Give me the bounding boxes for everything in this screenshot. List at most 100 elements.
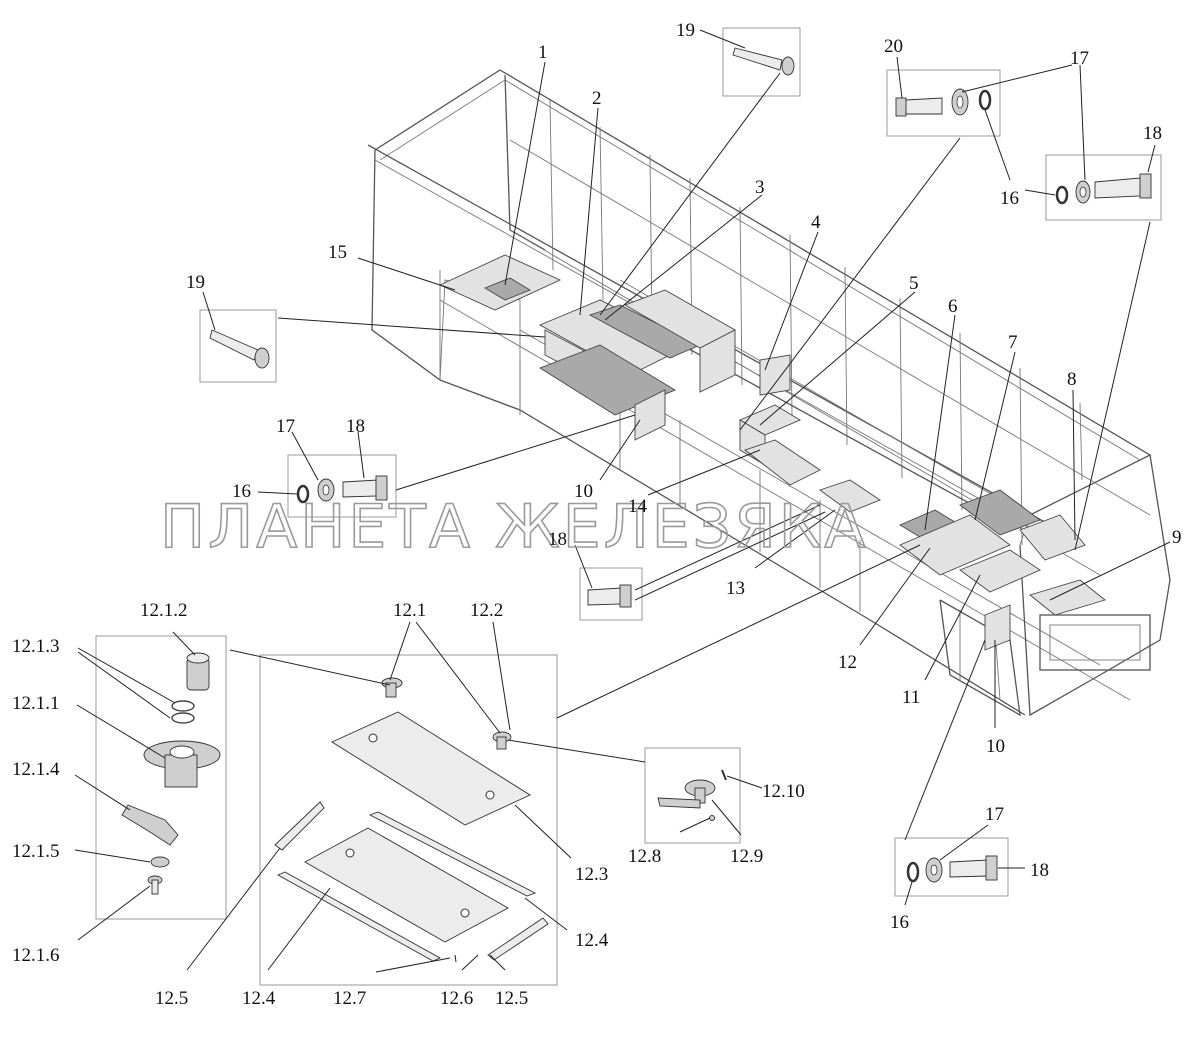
callout-20: 20 <box>884 36 903 57</box>
washer-icon <box>1075 180 1091 204</box>
panel-11 <box>959 549 1041 593</box>
callout-12-1-4: 12.1.4 <box>12 759 60 780</box>
callout-12: 12 <box>838 652 857 673</box>
callout-19-top: 19 <box>676 20 695 41</box>
lock-icon <box>296 484 310 504</box>
callout-12-1-5: 12.1.5 <box>12 841 60 862</box>
callout-16-bottom: 16 <box>890 912 909 933</box>
watermark-text: ПЛАНЕТА ЖЕЛЕЗЯКА <box>160 492 868 562</box>
washer-icon <box>925 857 943 883</box>
inset-12-exploded <box>259 654 558 986</box>
plate-12-6 <box>304 827 509 943</box>
panel-7 <box>959 489 1041 536</box>
callout-10-right: 10 <box>986 736 1005 757</box>
bolt-icon <box>209 329 270 369</box>
screw-icon <box>147 875 163 895</box>
strip-12-5-right <box>487 917 549 961</box>
screw-icon <box>721 769 727 781</box>
callout-12-2: 12.2 <box>470 600 503 621</box>
box-front-2 <box>699 329 736 393</box>
bolt-icon <box>587 584 632 608</box>
callout-19-left: 19 <box>186 272 205 293</box>
floor-panels <box>438 254 1106 651</box>
callout-14: 14 <box>628 496 648 517</box>
callout-12-9: 12.9 <box>730 846 763 867</box>
callout-15: 15 <box>328 242 347 263</box>
bolt-icon <box>949 855 998 881</box>
callout-12-1-3: 12.1.3 <box>12 636 60 657</box>
callout-12-6: 12.6 <box>440 988 473 1009</box>
callout-12-8: 12.8 <box>628 846 661 867</box>
panel-8 <box>1019 514 1086 561</box>
latch-12-1-4 <box>121 804 179 846</box>
lock-icon <box>978 89 992 111</box>
inset-19-top <box>722 27 801 97</box>
callout-12-5-left: 12.5 <box>155 988 188 1009</box>
panel-4 <box>759 354 791 396</box>
callout-12-3: 12.3 <box>575 864 608 885</box>
lock-icon <box>1055 185 1069 205</box>
callout-12-4-right: 12.4 <box>575 930 609 951</box>
callout-6: 6 <box>948 296 958 317</box>
callout-12-1: 12.1 <box>393 600 426 621</box>
housing-12-1-1 <box>143 740 221 788</box>
lock-12-1b <box>492 731 512 750</box>
bolt-icon <box>895 97 943 117</box>
inset-16-17-18-right <box>1045 154 1162 221</box>
bolt-icon <box>732 47 795 76</box>
bolt-icon <box>342 475 388 501</box>
callout-18-mid: 18 <box>548 529 567 550</box>
hinge-12-9 <box>657 779 716 809</box>
callout-17-left: 17 <box>276 416 295 437</box>
panel-12 <box>899 514 1011 576</box>
callout-12-4-left: 12.4 <box>242 988 276 1009</box>
callout-1: 1 <box>538 42 548 63</box>
callout-7: 7 <box>1008 332 1018 353</box>
lock-icon <box>906 861 920 883</box>
callout-labels: 1 2 3 4 5 6 7 8 9 10 10 11 12 13 14 15 1… <box>12 20 1182 1009</box>
callout-18-bottom: 18 <box>1030 860 1049 881</box>
callout-12-1-1: 12.1.1 <box>12 693 60 714</box>
callout-18-top: 18 <box>1143 123 1162 144</box>
callout-9: 9 <box>1172 527 1182 548</box>
callout-17-top: 17 <box>1070 48 1089 69</box>
inset-12-1-detail <box>95 635 227 920</box>
panel-14 <box>744 439 821 486</box>
washer-icon <box>317 478 335 502</box>
washer-icon <box>150 856 170 868</box>
inset-19-left <box>199 309 277 383</box>
cover-12-3 <box>331 711 531 826</box>
strip-12-4-right <box>368 811 537 897</box>
callout-12-10: 12.10 <box>762 781 805 802</box>
callout-18-left: 18 <box>346 416 365 437</box>
panel-lower-2 <box>538 344 676 416</box>
callout-13: 13 <box>726 578 745 599</box>
inset-20-17 <box>886 69 1001 137</box>
callout-10-left: 10 <box>574 481 593 502</box>
callout-12-5-right: 12.5 <box>495 988 528 1009</box>
inset-16-17-18-bottom <box>894 837 1009 897</box>
callout-2: 2 <box>592 88 602 109</box>
callout-5: 5 <box>909 273 919 294</box>
callout-4: 4 <box>811 212 821 233</box>
leader-lines <box>74 29 1171 973</box>
washer-icon <box>951 88 969 116</box>
callout-12-1-6: 12.1.6 <box>12 945 60 966</box>
inset-16-17-18-left <box>287 454 397 518</box>
bolt-icon <box>1094 173 1152 199</box>
lock-cylinder-12-1-2 <box>186 652 210 691</box>
inset-12-9-hinge <box>644 747 741 844</box>
callout-16-left: 16 <box>232 481 251 502</box>
panel-1 <box>483 277 532 301</box>
panel-9 <box>1029 579 1106 616</box>
callout-17-bottom: 17 <box>985 804 1004 825</box>
callout-8: 8 <box>1067 369 1077 390</box>
callout-11: 11 <box>902 687 920 708</box>
panel-13 <box>819 479 881 513</box>
inset-18-bottom <box>579 567 643 621</box>
rings-12-1-3 <box>171 700 195 724</box>
callout-3: 3 <box>755 177 765 198</box>
panel-10-front <box>984 604 1011 651</box>
callout-12-7: 12.7 <box>333 988 366 1009</box>
